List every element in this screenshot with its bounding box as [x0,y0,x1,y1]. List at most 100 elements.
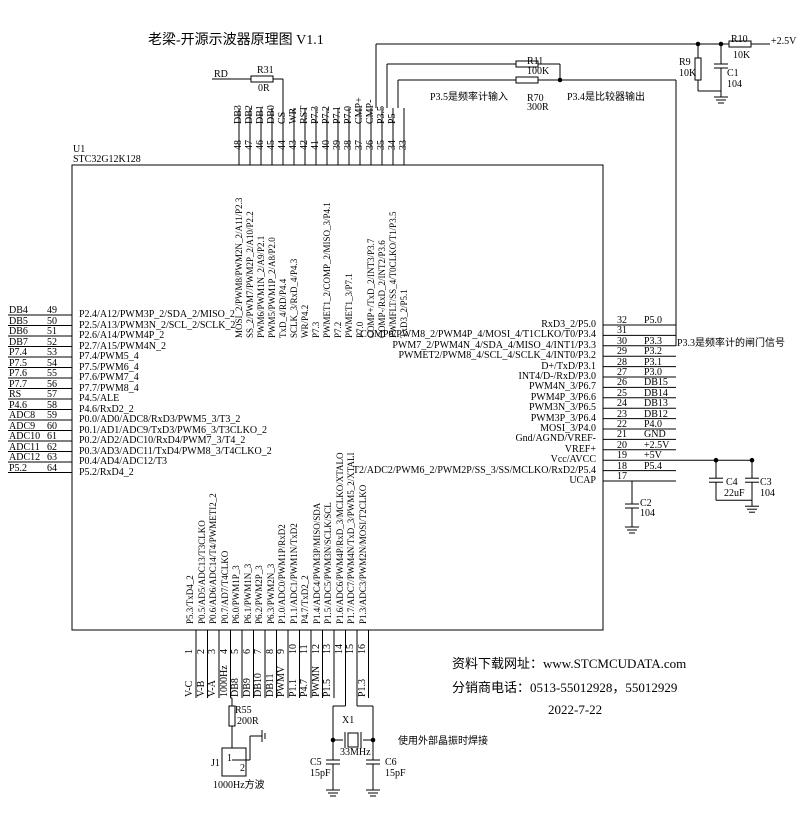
c1-ref: C1 [727,68,739,79]
right-pin-function: PWM3N_3/P6.5 [529,402,596,414]
left-pin-number: 64 [47,462,57,474]
top-pin-function: PWM5/PWM1P_2/A8/P2.0 [267,237,277,338]
right-pin-function: Gnd/AGND/VREF- [515,433,596,445]
right-pin-number: 19 [617,450,627,462]
j1-connector [221,747,247,777]
bottom-pin-number: 8 [264,649,276,654]
bottom-pin-net: P1.3 [356,678,368,697]
r55-value: 200R [237,716,259,727]
bottom-pin-net: PWMV [276,665,287,697]
left-pin-function: P7.6/PWM7_4 [79,372,139,383]
bottom-pin-number: 16 [356,644,368,654]
left-pin-function: P5.2/RxD4_2 [79,466,134,478]
left-pin-net: P7.4 [9,347,28,358]
top-pin-number: 38 [343,140,354,150]
c5-value: 15pF [310,768,331,779]
left-pin-function: P0.4/AD4/ADC12/T3 [79,456,168,467]
bottom-pin-function: P6.3/PWM2N_3 [265,563,276,624]
right-pin-net: +2.5V [644,439,670,451]
top-pin-net: DB0 [266,105,277,124]
right-pin-net: DB15 [644,377,668,389]
right-pin-number: 29 [617,346,627,358]
left-pin-net: DB6 [9,326,28,337]
bottom-pin-number: 4 [218,649,230,654]
left-pin-number: 59 [47,410,57,421]
footer-url: 资料下载网址：www.STCMCUDATA.com [452,656,687,671]
left-pin-net: ADC8 [9,410,36,421]
top-pin-number: 33 [398,140,409,150]
c6-ref: C6 [385,757,397,768]
left-pin-net: P7.7 [9,378,28,390]
top-pin-function: WR/P4.2 [300,304,310,338]
left-pin-net: DB5 [9,315,28,327]
top-pin-function: SCLK_3/RxD_4/P4.3 [289,258,299,338]
right-pin-function: INT4/D-/RxD/P3.0 [518,371,597,382]
right-pin-number: 22 [617,419,627,430]
j1-label: 1000Hz方波 [213,780,265,791]
top-pin-number: 43 [288,140,299,150]
right-pin-net: DB14 [644,387,668,399]
left-pin-number: 52 [47,336,57,348]
left-pin-number: 58 [47,399,57,411]
top-pin-net: CMP- [365,99,376,124]
right-pin-number: 21 [617,429,627,441]
bottom-pin-net: DB10 [253,673,264,697]
top-pin-net: P7.3 [310,105,321,124]
left-pin-net: DB4 [9,305,28,316]
top-pin-number: 34 [387,140,398,150]
note-xtal: 使用外部晶振时焊接 [398,736,488,747]
top-pin-net: P7.1 [332,105,343,124]
right-pin-number: 26 [617,377,627,389]
top-pin-function: PWMET1_2/COMP_2/MISO_3/P4.1 [322,202,332,338]
bottom-pin-function: P1.4/ADC4/PWM3P/MISO/SDA [311,502,322,624]
left-pin-number: 49 [47,305,57,316]
r55-ref: R55 [235,705,252,716]
right-pin-number: 32 [617,315,627,326]
left-pin-number: 50 [47,315,57,327]
left-pin-net: ADC11 [9,441,40,453]
bottom-pin-number: 5 [230,649,241,654]
left-pin-function: P7.5/PWM6_4 [79,361,139,373]
right-pin-function: T2/ADC2/PWM6_2/PWM2P/SS_3/SS/MCLKO/RxD2/… [352,464,596,476]
right-pin-net: P5.4 [644,460,663,472]
bottom-pin-function: P5.3/TxD4_2 [185,575,195,624]
top-pin-number: 45 [266,140,277,150]
x1-crystal [347,732,359,748]
c4-ref: C4 [726,477,738,488]
bottom-pin-function: P1.1/ADC1/PWM1N/TxD2 [288,523,299,624]
left-pin-net: ADC10 [9,431,41,442]
bottom-pin-net: DB8 [230,678,241,697]
left-pin-function: P0.0/AD0/ADC8/RxD3/PWM5_3/T3_2 [79,414,241,425]
r70-resistor [515,76,539,84]
right-pin-function: RxD3_2/P5.0 [541,319,596,330]
bottom-pin-function: P6.0/PWM1P_3 [231,565,241,624]
c4-value: 22uF [724,488,745,499]
left-pin-number: 62 [47,441,57,453]
top-pin-number: 48 [233,140,244,150]
top-pin-net: DB1 [255,105,266,124]
bottom-pin-net: V-B [195,680,207,697]
right-pin-number: 18 [617,460,627,472]
right-pin-function: PWM4P_3/P6.6 [530,391,596,403]
footer-date: 2022-7-22 [548,702,603,717]
right-pin-net: P3.3 [644,335,663,347]
r11-value: 100K [527,66,550,77]
bottom-pin-net: P4.7 [299,678,310,697]
left-pin-function: P2.7/A15/PWM4N_2 [79,340,166,352]
r31-ref: R31 [257,65,274,76]
top-pin-net: P7.2 [321,105,332,124]
left-pin-number: 57 [47,389,57,400]
right-pin-number: 25 [617,387,627,399]
right-pin-function: MOSI_3/P4.0 [540,423,596,434]
top-pin-net: P7.0 [343,105,354,124]
right-pin-function: Vcc/AVCC [550,454,596,466]
right-pin-net: P3.2 [644,346,663,358]
bottom-pin-net: DB9 [241,678,253,697]
right-pin-net: P4.0 [644,419,663,430]
c5-ref: C5 [310,757,322,768]
right-pin-number: 27 [617,367,627,378]
top-pin-function: SS_2/PWM7/PWM2P_2/A10/P2.2 [245,211,255,338]
left-pin-number: 51 [47,326,57,337]
schematic-title: 老梁-开源示波器原理图 V1.1 [148,33,324,48]
